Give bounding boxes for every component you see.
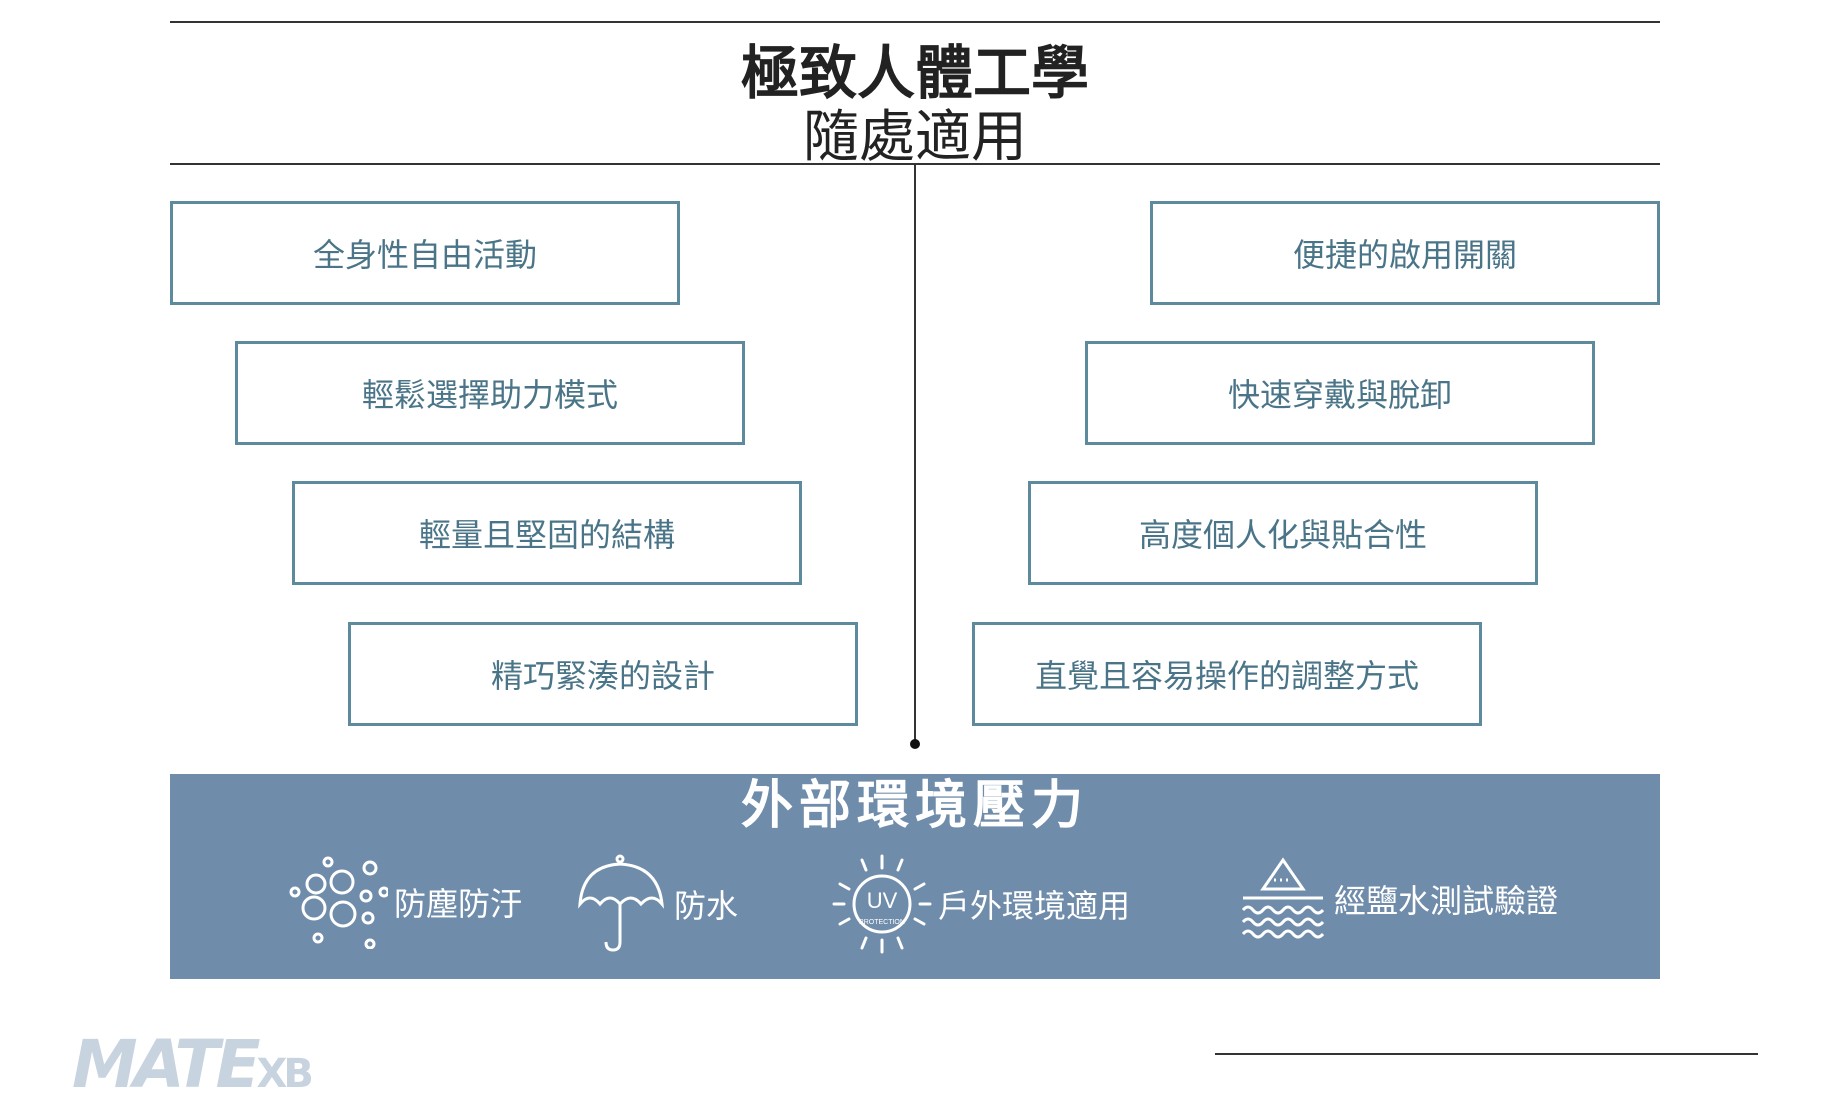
svg-text:PROTECTION: PROTECTION bbox=[859, 919, 905, 926]
center-axis-line bbox=[914, 163, 916, 743]
feature-box-left-2: 輕鬆選擇助力模式 bbox=[235, 341, 745, 445]
feature-label: 防塵防汙 bbox=[394, 884, 523, 923]
feature-box-left-3: 輕量且堅固的結構 bbox=[292, 481, 802, 585]
feature-box-left-1: 全身性自由活動 bbox=[170, 201, 680, 305]
feature-saltwater: 經鹽水測試驗證 bbox=[1238, 854, 1558, 944]
top-divider bbox=[170, 21, 1660, 23]
environment-title: 外部環境壓力 bbox=[740, 776, 1089, 836]
feature-box-left-4: 精巧緊湊的設計 bbox=[348, 622, 858, 726]
feature-label: 經鹽水測試驗證 bbox=[1334, 882, 1559, 920]
uv-sun-icon: UV PROTECTION bbox=[832, 854, 932, 954]
feature-box-right-4: 直覺且容易操作的調整方式 bbox=[972, 622, 1482, 726]
feature-box-right-2: 快速穿戴與脫卸 bbox=[1085, 341, 1595, 445]
feature-box-right-3: 高度個人化與貼合性 bbox=[1028, 481, 1538, 585]
salt-water-icon bbox=[1241, 857, 1325, 939]
feature-label: 防水 bbox=[674, 887, 739, 925]
feature-box-right-1: 便捷的啟用開關 bbox=[1150, 201, 1660, 305]
footer-divider bbox=[1215, 1053, 1758, 1055]
environment-band: 外部環境壓力 防塵防汙 防水 UV PROTECTION 戶外環境適用 bbox=[170, 774, 1660, 979]
feature-dustproof: 防塵防汙 bbox=[288, 854, 522, 949]
feature-outdoor: UV PROTECTION 戶外環境適用 bbox=[832, 854, 1130, 954]
brand-logo: MATEXB bbox=[72, 1026, 314, 1103]
axis-end-dot bbox=[910, 739, 920, 749]
page-title: 極致人體工學 bbox=[740, 39, 1089, 107]
dust-icon bbox=[289, 856, 388, 949]
page-subtitle: 隨處適用 bbox=[803, 105, 1027, 170]
umbrella-icon bbox=[578, 854, 665, 952]
feature-waterproof: 防水 bbox=[578, 854, 738, 954]
svg-text:UV: UV bbox=[867, 888, 898, 913]
feature-label: 戶外環境適用 bbox=[938, 887, 1131, 925]
